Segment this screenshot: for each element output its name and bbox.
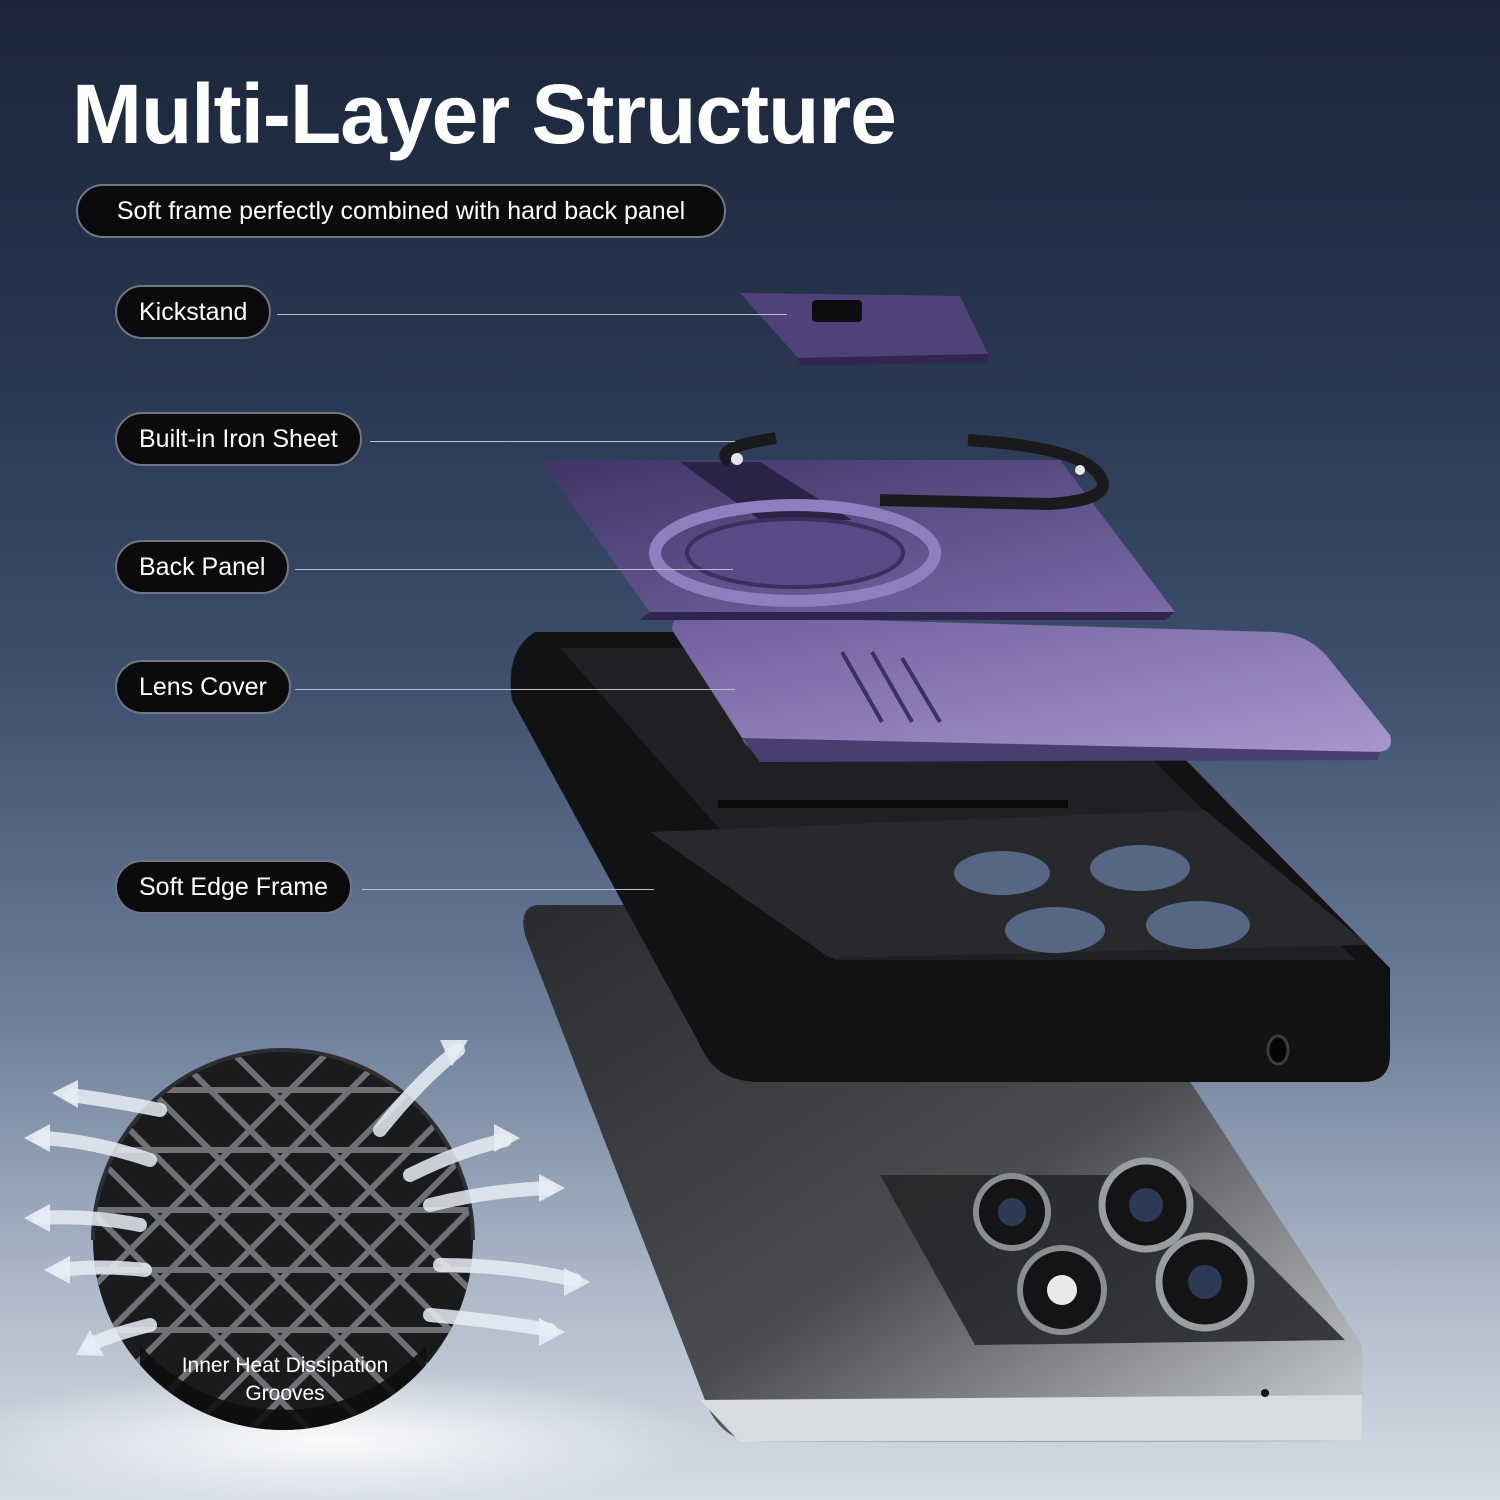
label-kickstand: Kickstand — [115, 285, 272, 339]
subtitle-badge: Soft frame perfectly combined with hard … — [76, 184, 726, 238]
label-iron-sheet: Built-in Iron Sheet — [115, 412, 362, 466]
page-title: Multi-Layer Structure — [72, 67, 897, 161]
iron-sheet-ring — [719, 432, 1109, 511]
back-panel-part — [540, 460, 1175, 620]
leader-line-soft-edge-frame — [362, 889, 654, 890]
kickstand-part — [740, 293, 988, 366]
heat-dissipation-caption: Inner Heat Dissipation Grooves — [181, 1354, 389, 1405]
airflow-arrowheads — [24, 1040, 590, 1356]
leader-line-back-panel — [295, 569, 733, 570]
leader-line-lens-cover — [295, 689, 735, 690]
label-soft-edge-frame: Soft Edge Frame — [115, 860, 352, 914]
leader-line-kickstand — [277, 314, 787, 315]
lens-cover-part — [672, 615, 1391, 762]
floor-glow — [0, 1370, 710, 1500]
label-back-panel: Back Panel — [115, 540, 290, 594]
leader-line-iron-sheet — [370, 441, 735, 442]
label-lens-cover: Lens Cover — [115, 660, 291, 714]
